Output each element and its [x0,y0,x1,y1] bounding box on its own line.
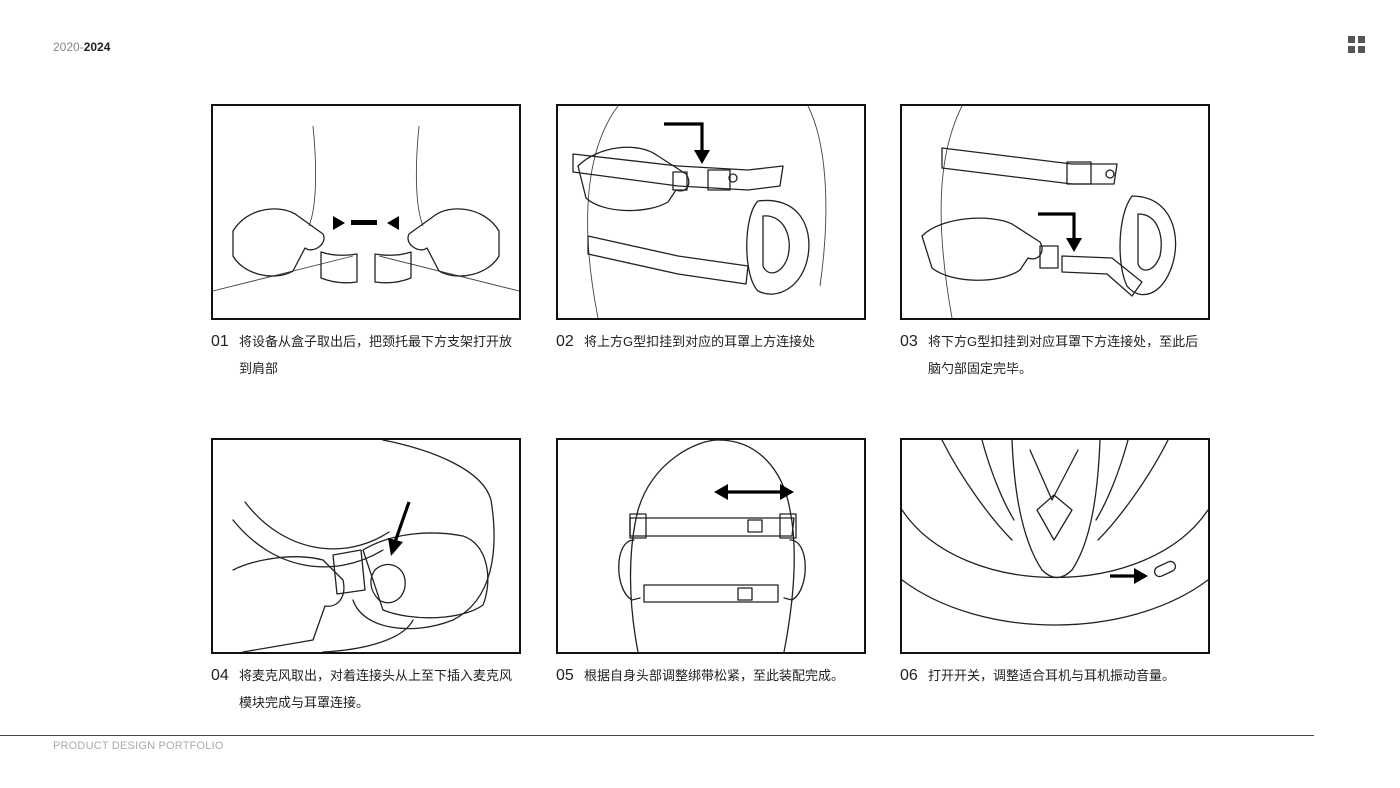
step-caption-04: 04 将麦克风取出，对着连接头从上至下插入麦克风模块完成与耳罩连接。 [211,662,521,716]
strap-adjust-illustration [558,440,864,652]
step-card-01: 01 将设备从盒子取出后，把颈托最下方支架打开放到肩部 [211,104,521,382]
step-text: 打开开关，调整适合耳机与耳机振动音量。 [928,662,1210,689]
step-card-06: 06 打开开关，调整适合耳机与耳机振动音量。 [900,438,1210,689]
step-illustration-strap-adjust [556,438,866,654]
step-illustration-lower-hook [900,104,1210,320]
step-text: 将下方G型扣挂到对应耳罩下方连接处，至此后脑勺部固定完毕。 [928,328,1210,382]
upper-hook-illustration [558,106,864,318]
step-card-04: 04 将麦克风取出，对着连接头从上至下插入麦克风模块完成与耳罩连接。 [211,438,521,716]
grid-icon[interactable] [1348,36,1365,53]
grid-icon-cell [1358,36,1365,43]
step-illustration-power-switch [900,438,1210,654]
step-illustration-upper-hook [556,104,866,320]
grid-icon-cell [1348,36,1355,43]
neck-brace-illustration [213,106,519,318]
step-number: 01 [211,328,239,382]
microphone-insert-illustration [213,440,519,652]
step-illustration-neck-brace [211,104,521,320]
step-caption-02: 02 将上方G型扣挂到对应的耳罩上方连接处 [556,328,866,355]
step-number: 05 [556,662,584,689]
lower-hook-illustration [902,106,1208,318]
step-caption-03: 03 将下方G型扣挂到对应耳罩下方连接处，至此后脑勺部固定完毕。 [900,328,1210,382]
footer-divider [0,735,1314,736]
year-end: 2024 [84,40,111,54]
step-number: 02 [556,328,584,355]
year-start: 2020- [53,40,84,54]
step-number: 06 [900,662,928,689]
step-number: 03 [900,328,928,382]
step-text: 将设备从盒子取出后，把颈托最下方支架打开放到肩部 [239,328,521,382]
step-caption-06: 06 打开开关，调整适合耳机与耳机振动音量。 [900,662,1210,689]
step-card-05: 05 根据自身头部调整绑带松紧，至此装配完成。 [556,438,866,689]
header-year-range: 2020-2024 [53,40,110,54]
footer-portfolio-label: PRODUCT DESIGN PORTFOLIO [53,740,224,752]
step-card-03: 03 将下方G型扣挂到对应耳罩下方连接处，至此后脑勺部固定完毕。 [900,104,1210,382]
step-text: 将麦克风取出，对着连接头从上至下插入麦克风模块完成与耳罩连接。 [239,662,521,716]
step-text: 根据自身头部调整绑带松紧，至此装配完成。 [584,662,866,689]
step-caption-05: 05 根据自身头部调整绑带松紧，至此装配完成。 [556,662,866,689]
step-illustration-microphone [211,438,521,654]
grid-icon-cell [1348,46,1355,53]
grid-icon-cell [1358,46,1365,53]
step-card-02: 02 将上方G型扣挂到对应的耳罩上方连接处 [556,104,866,355]
step-text: 将上方G型扣挂到对应的耳罩上方连接处 [584,328,866,355]
step-caption-01: 01 将设备从盒子取出后，把颈托最下方支架打开放到肩部 [211,328,521,382]
power-switch-illustration [902,440,1208,652]
step-number: 04 [211,662,239,716]
